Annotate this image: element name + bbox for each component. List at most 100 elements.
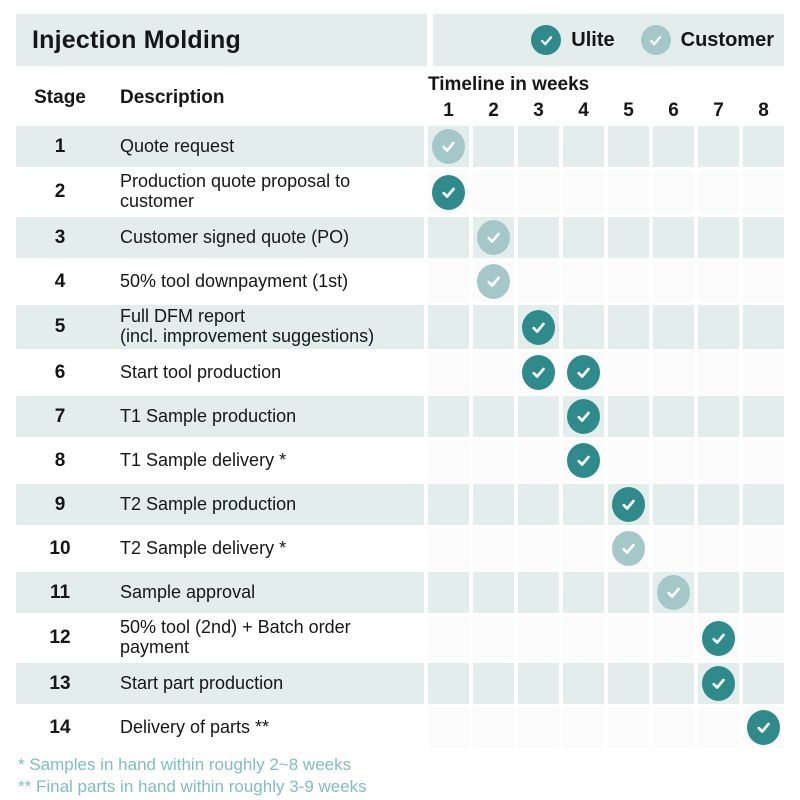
row-description: Quote request <box>120 135 235 156</box>
stage-number: 11 <box>49 581 71 603</box>
page-title: Injection Molding <box>32 25 241 54</box>
legend-item-ulite: Ulite <box>531 25 615 55</box>
stage-number: 9 <box>54 493 66 515</box>
ulite-check-icon <box>567 399 600 434</box>
week-cell <box>608 217 649 258</box>
description-column-header: Description <box>104 70 424 126</box>
week-cell <box>698 217 739 258</box>
week-number: 6 <box>668 100 679 121</box>
row-week-cells <box>428 484 784 525</box>
week-cell <box>698 305 739 349</box>
week-cell <box>608 305 649 349</box>
row-left-block: 14 Delivery of parts ** <box>16 707 424 748</box>
table-row: 13 Start part production <box>16 663 784 704</box>
row-left-block: 9 T2 Sample production <box>16 484 424 525</box>
week-cell <box>473 528 514 569</box>
week-cell <box>473 440 514 481</box>
row-left-block: 12 50% tool (2nd) + Batch order payment <box>16 616 424 660</box>
customer-check-icon <box>640 25 671 55</box>
table-row: 7 T1 Sample production <box>16 396 784 437</box>
week-cell <box>653 572 694 613</box>
customer-check-icon <box>477 264 510 299</box>
week-cell <box>473 217 514 258</box>
stage-number: 5 <box>54 316 66 337</box>
week-cell <box>743 572 784 613</box>
week-cell <box>428 663 469 704</box>
week-cell <box>473 305 514 349</box>
week-cell <box>473 126 514 167</box>
week-cell <box>608 396 649 437</box>
stage-number: 2 <box>54 181 66 202</box>
week-cell <box>518 440 559 481</box>
week-cell <box>563 484 604 525</box>
table-row: 11 Sample approval <box>16 572 784 613</box>
stage-number: 14 <box>49 716 71 738</box>
stage-number: 10 <box>49 537 71 559</box>
legend-item-customer: Customer <box>640 25 774 55</box>
stage-number: 3 <box>54 226 66 248</box>
week-cell <box>608 484 649 525</box>
week-cell <box>743 126 784 167</box>
week-cell <box>428 396 469 437</box>
week-cell <box>428 261 469 302</box>
week-cell <box>653 528 694 569</box>
week-cell <box>608 261 649 302</box>
table-row: 6 Start tool production <box>16 352 784 393</box>
week-cell <box>428 352 469 393</box>
footnote-final-parts: ** Final parts in hand within roughly 3-… <box>18 777 367 796</box>
week-cell <box>698 440 739 481</box>
ulite-check-icon <box>531 25 562 55</box>
table-row: 3 Customer signed quote (PO) <box>16 217 784 258</box>
ulite-check-icon <box>522 355 555 390</box>
row-week-cells <box>428 528 784 569</box>
week-cell <box>518 616 559 660</box>
week-cell <box>473 572 514 613</box>
week-number: 3 <box>533 100 544 121</box>
row-left-block: 6 Start tool production <box>16 352 424 393</box>
row-week-cells <box>428 396 784 437</box>
ulite-check-icon <box>567 443 600 478</box>
table-row: 4 50% tool downpayment (1st) <box>16 261 784 302</box>
week-cell <box>653 707 694 748</box>
week-cell <box>743 528 784 569</box>
title-block: Injection Molding <box>16 14 427 66</box>
ulite-check-icon <box>612 487 645 522</box>
week-cell <box>518 126 559 167</box>
week-cell <box>518 572 559 613</box>
week-cell <box>608 572 649 613</box>
week-cell <box>428 170 469 214</box>
ulite-check-icon <box>747 710 780 745</box>
week-cell <box>563 396 604 437</box>
row-description: Sample approval <box>120 581 256 602</box>
week-cell <box>518 352 559 393</box>
row-week-cells <box>428 616 784 660</box>
week-cell <box>563 352 604 393</box>
week-cell <box>563 707 604 748</box>
week-cell <box>518 305 559 349</box>
row-left-block: 4 50% tool downpayment (1st) <box>16 261 424 302</box>
table-row: 12 50% tool (2nd) + Batch order payment <box>16 616 784 660</box>
week-cell <box>608 616 649 660</box>
week-cell <box>563 440 604 481</box>
table-row: 1 Quote request <box>16 126 784 167</box>
week-cell <box>428 572 469 613</box>
week-cell <box>653 663 694 704</box>
stage-number: 1 <box>54 135 66 157</box>
week-cell <box>563 305 604 349</box>
row-description: T1 Sample production <box>120 405 297 426</box>
table-row: 10 T2 Sample delivery * <box>16 528 784 569</box>
legend-label-customer: Customer <box>680 28 774 51</box>
customer-check-icon <box>432 129 465 164</box>
week-cell <box>563 663 604 704</box>
week-cell <box>743 440 784 481</box>
week-cell <box>428 616 469 660</box>
week-cell <box>518 663 559 704</box>
week-cell <box>653 170 694 214</box>
week-cell <box>653 440 694 481</box>
week-cell <box>698 126 739 167</box>
week-cell <box>608 663 649 704</box>
week-cell <box>473 352 514 393</box>
timeline-header-label: Timeline in weeks <box>428 74 590 95</box>
